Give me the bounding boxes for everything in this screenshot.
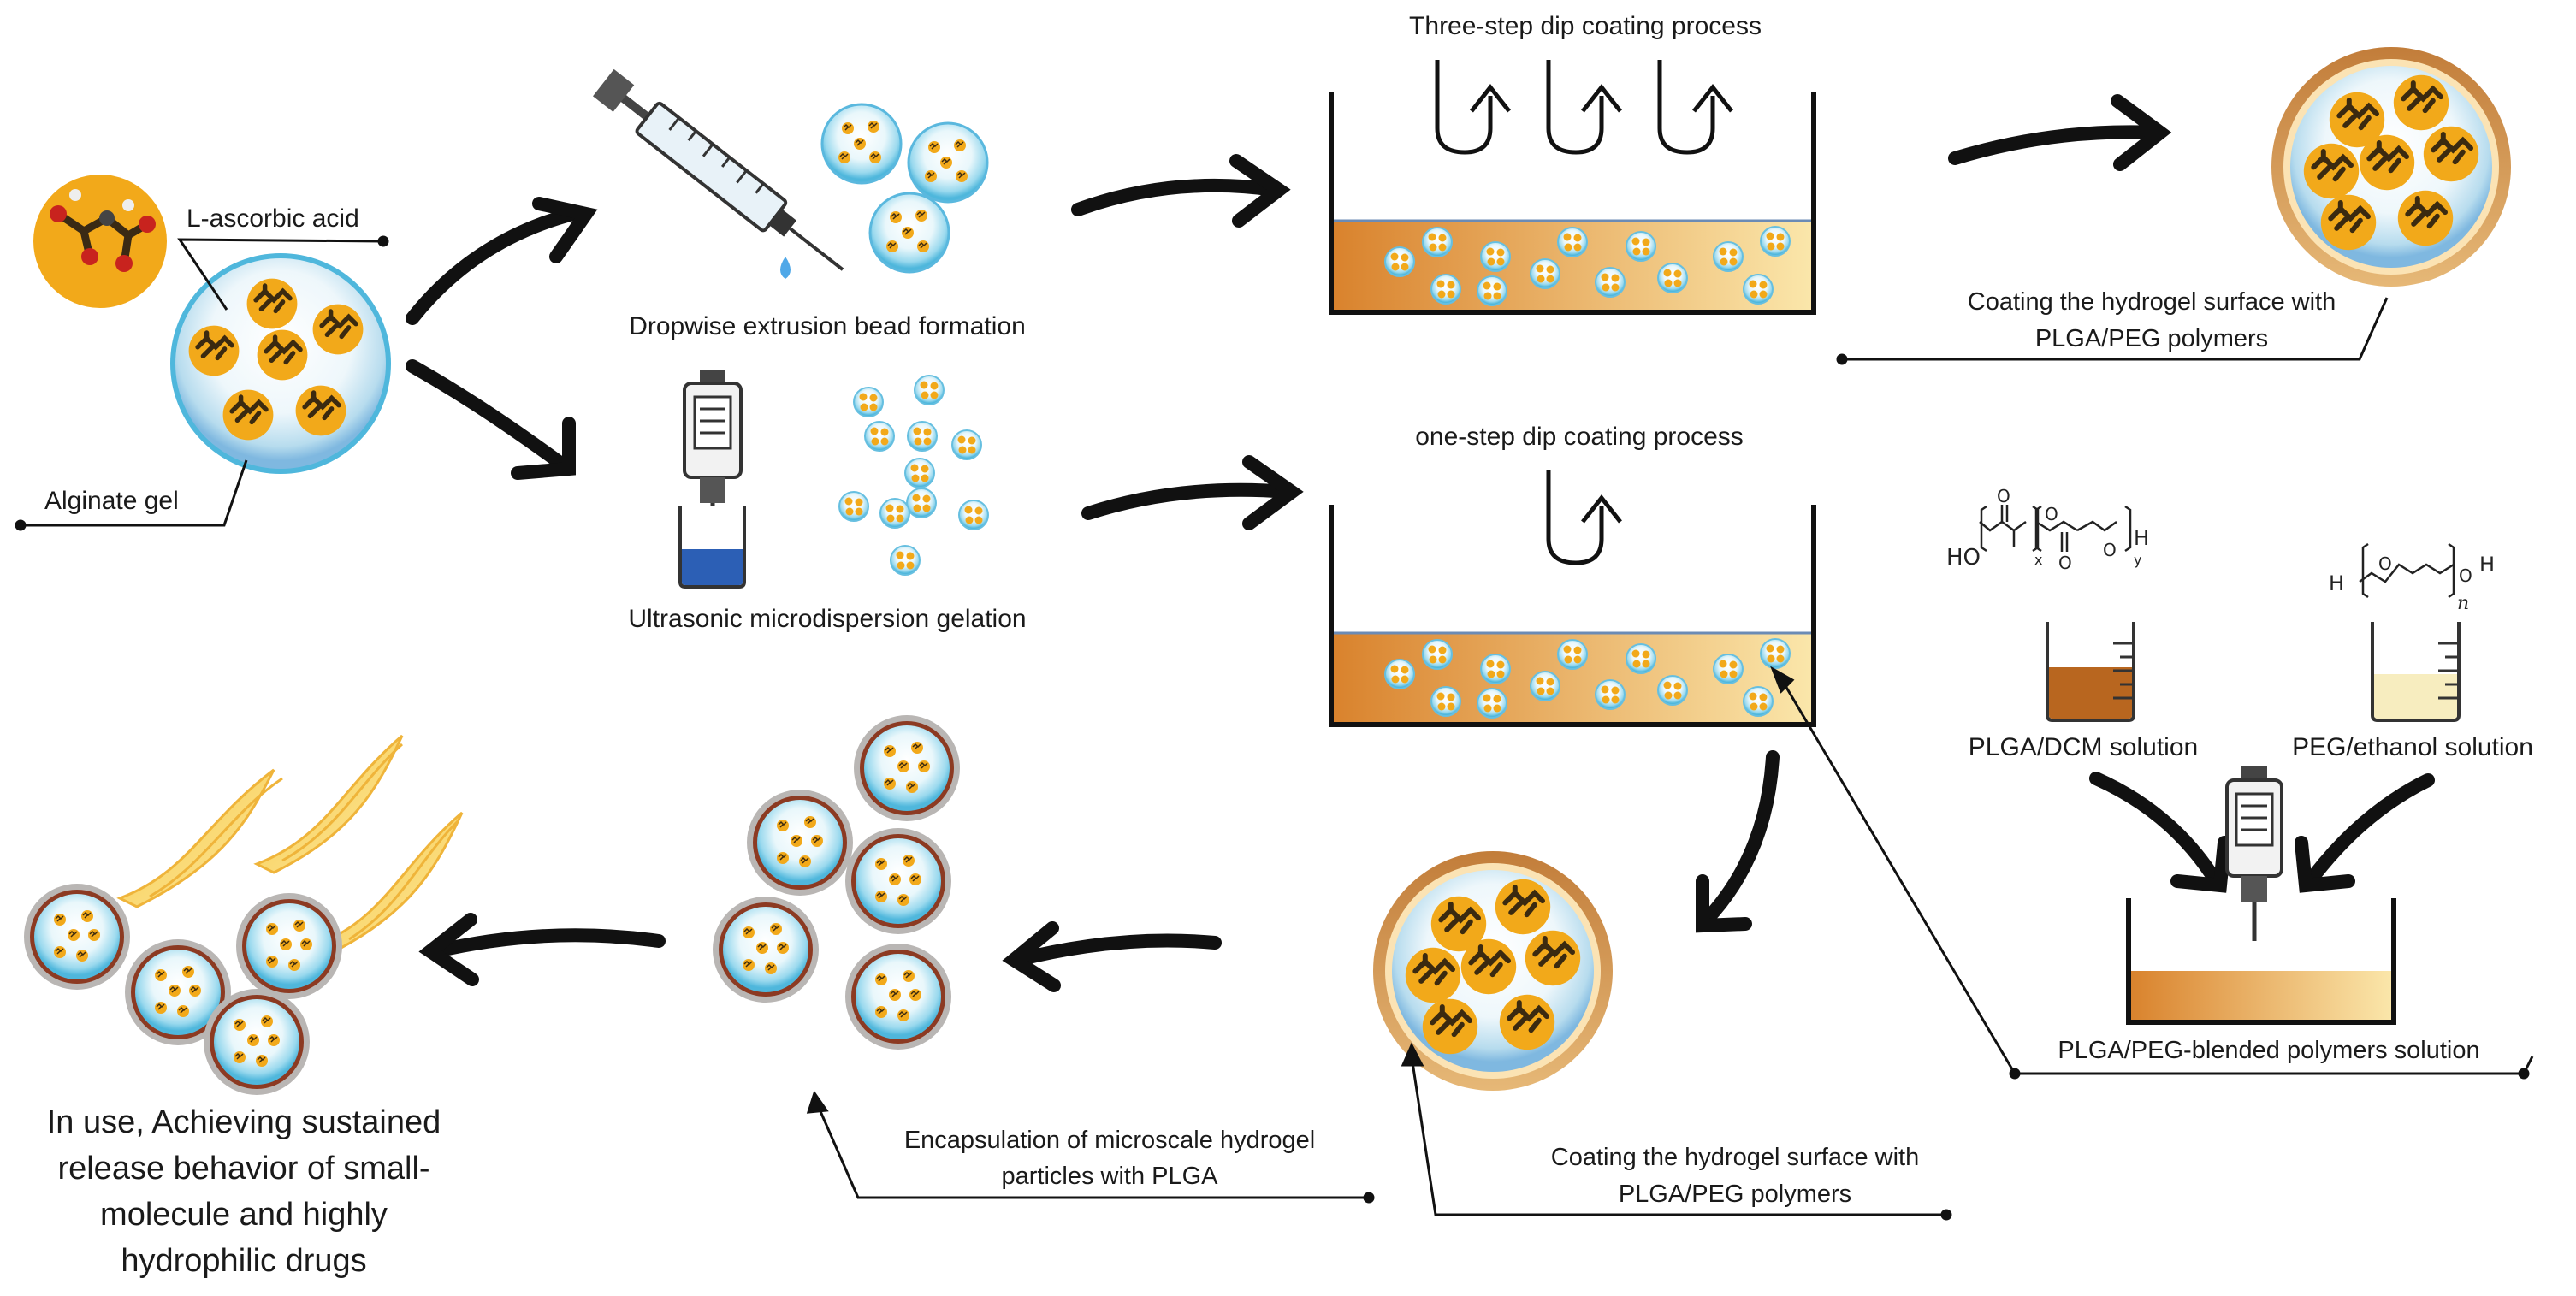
arrow-left-1 <box>1002 921 1222 992</box>
released-beads <box>24 884 342 1095</box>
plga-x-subscript: x <box>2034 552 2042 568</box>
blended-polymer-tank <box>2126 898 2396 1025</box>
plga-structure <box>1979 505 2132 553</box>
label-one-step: one-step dip coating process <box>1415 423 1744 451</box>
leader-coating-bottom <box>1401 1042 1952 1221</box>
plga-h-label: H <box>2134 526 2149 550</box>
plga-o-label-3: O <box>2058 553 2072 573</box>
plga-o-label-2: O <box>2045 504 2058 524</box>
plga-encapsulated-beads <box>713 715 960 1050</box>
ascorbic-acid-molecule <box>33 175 167 308</box>
plga-y-subscript: y <box>2134 552 2141 568</box>
leader-lines-left <box>15 235 389 531</box>
label-alginate-gel: Alginate gel <box>44 487 179 515</box>
one-step-dip-tank <box>1329 505 1816 727</box>
peg-h-label-2: H <box>2479 553 2495 577</box>
arrow-down-to-bead <box>1696 750 1780 933</box>
label-peg-ethanol: PEG/ethanol solution <box>2292 733 2533 761</box>
leader-coating-top <box>1836 297 2389 365</box>
alginate-bead-large <box>170 253 391 474</box>
label-encapsulation-line1: Encapsulation of microscale hydrogel <box>903 1127 1316 1154</box>
alginate-microbeads <box>838 375 989 576</box>
ultrasonic-probe-icon <box>678 370 746 589</box>
mixing-arrows <box>2089 772 2435 893</box>
peg-o-label-1: O <box>2378 553 2392 574</box>
branch-arrows <box>406 197 598 480</box>
peg-h-label: H <box>2329 571 2344 595</box>
peg-o-label-2: O <box>2459 565 2472 586</box>
label-in-use-line2: release behavior of small- <box>57 1151 430 1187</box>
peg-n-subscript: n <box>2457 593 2469 614</box>
up-arrow-icon-single <box>1546 470 1622 565</box>
peg-structure <box>2359 542 2455 599</box>
arrows-to-dip <box>1071 154 1304 530</box>
leader-encapsulation <box>806 1090 1375 1204</box>
label-ultrasonic: Ultrasonic microdispersion gelation <box>628 605 1027 633</box>
mixing-probe-icon <box>2225 766 2283 941</box>
plga-ho-label: HO <box>1946 545 1981 571</box>
label-encapsulation-line2: particles with PLGA <box>1001 1163 1218 1190</box>
release-flames <box>116 734 464 951</box>
leader-blended <box>1770 666 2534 1080</box>
label-in-use-line3: molecule and highly <box>100 1197 388 1233</box>
label-coating-top-line1: Coating the hydrogel surface with <box>1967 288 2336 316</box>
label-in-use-line1: In use, Achieving sustained <box>46 1104 441 1140</box>
coated-bead-top <box>2271 47 2511 287</box>
plga-dcm-beaker <box>2046 622 2135 722</box>
label-ascorbic-acid: L-ascorbic acid <box>187 204 359 233</box>
arrow-left-2 <box>418 913 666 986</box>
up-arrow-icons <box>1435 60 1733 155</box>
plga-o-label-1: O <box>1997 486 2010 506</box>
syringe-icon <box>592 68 844 279</box>
plga-o-label-4: O <box>2103 540 2117 560</box>
alginate-beads-dropwise <box>822 104 987 272</box>
label-three-step: Three-step dip coating process <box>1409 12 1762 40</box>
three-step-dip-tank <box>1329 92 1816 315</box>
arrow-to-coated-top <box>1948 94 2172 171</box>
peg-ethanol-beaker <box>2371 622 2461 722</box>
label-coating-bottom-line2: PLGA/PEG polymers <box>1618 1181 1852 1208</box>
label-coating-bottom-line1: Coating the hydrogel surface with <box>1550 1144 1920 1171</box>
label-plga-dcm: PLGA/DCM solution <box>1968 733 2199 761</box>
label-blended-polymers: PLGA/PEG-blended polymers solution <box>2058 1037 2480 1064</box>
label-dropwise: Dropwise extrusion bead formation <box>629 312 1026 340</box>
label-coating-top-line2: PLGA/PEG polymers <box>2034 325 2269 352</box>
label-in-use-line4: hydrophilic drugs <box>121 1243 367 1279</box>
